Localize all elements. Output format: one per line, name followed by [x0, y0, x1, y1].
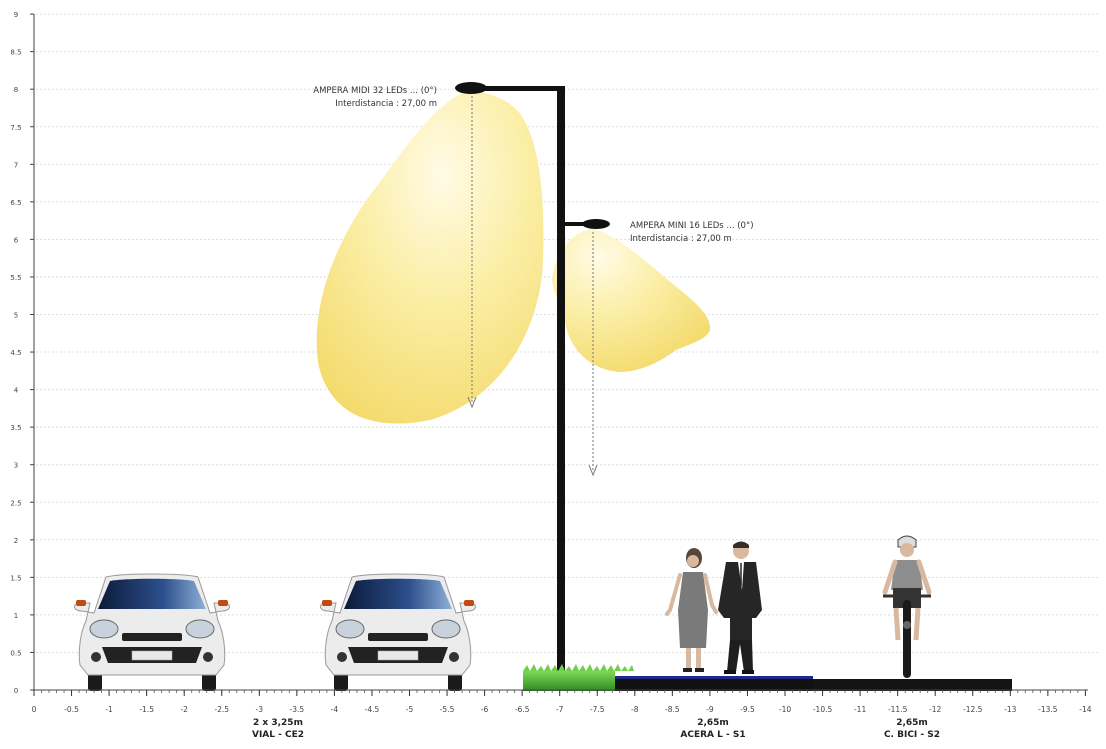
x-tick-label: -4.5: [365, 705, 380, 714]
x-tick-label: -5.5: [440, 705, 455, 714]
y-tick-label: 3.5: [10, 424, 21, 432]
x-tick-label: -11: [854, 705, 866, 714]
y-tick-label: 8: [14, 86, 18, 94]
cyclist-icon: [882, 535, 932, 678]
luminaire-spacing-midi: Interdistancia : 27,00 m: [335, 99, 437, 109]
light-beam-mini: [552, 229, 711, 372]
sidewalk-top-line: [615, 676, 813, 679]
x-tick-label: -3.5: [290, 705, 305, 714]
y-tick-label: 9: [14, 11, 18, 19]
x-tick-label: -13: [1004, 705, 1016, 714]
x-tick-label: -6: [481, 705, 489, 714]
y-tick-label: 5: [14, 312, 18, 320]
luminaire-label-midi: AMPERA MIDI 32 LEDs ... (0°): [313, 86, 437, 96]
sidewalk-strip: [615, 676, 813, 691]
y-tick-label: 2: [14, 537, 18, 545]
x-tick-label: -1.5: [139, 705, 154, 714]
y-tick-label: 0: [14, 687, 18, 695]
luminaire-head-midi: [455, 82, 487, 94]
y-tick-label: 8.5: [10, 49, 21, 57]
x-tick-label: -6.5: [515, 705, 530, 714]
y-tick-label: 0.5: [10, 649, 21, 657]
x-tick-label: 0: [32, 705, 37, 714]
x-tick-label: -2: [180, 705, 188, 714]
x-tick-label: -9: [706, 705, 714, 714]
y-tick-label: 6: [14, 236, 19, 244]
bike-lane-strip: [813, 679, 1012, 691]
x-tick-label: -3: [256, 705, 264, 714]
luminaire-label-mini: AMPERA MINI 16 LEDs ... (0°): [630, 221, 754, 231]
y-tick-label: 2.5: [10, 499, 21, 507]
projection-arrow-midi: [467, 396, 477, 409]
x-tick-label: -1: [105, 705, 113, 714]
x-tick-label: -5: [406, 705, 414, 714]
y-axis: 0 0.5 1 1.5 2 2.5 3 3.5 4 4.5 5 5.5 6 6.5 7 7.5 8 8.5 9: [10, 11, 35, 695]
x-tick-label: -14: [1079, 705, 1091, 714]
y-tick-label: 3: [14, 462, 18, 470]
x-tick-label: -9.5: [740, 705, 755, 714]
light-beam-midi: [316, 91, 544, 424]
x-tick-label: -8.5: [665, 705, 680, 714]
y-tick-label: 1: [14, 612, 18, 620]
zone-width-bici: 2,65m: [896, 718, 928, 728]
y-tick-label: 5.5: [10, 274, 21, 282]
x-tick-label: -10: [779, 705, 791, 714]
car-icon: [320, 573, 476, 691]
luminaire-head-mini: [582, 219, 610, 229]
grass-strip: [523, 664, 634, 691]
zone-name-vial: VIAL - CE2: [252, 730, 304, 740]
y-tick-label: 6.5: [10, 199, 21, 207]
x-tick-label: -2.5: [214, 705, 229, 714]
x-axis: 0 -0.5 -1 -1.5 -2 -2.5 -3 -3.5 -4 -4.5 -5 -5.5 -6 -6.…: [32, 689, 1092, 714]
y-tick-label: 4.5: [10, 349, 21, 357]
x-tick-label: -12.5: [963, 705, 983, 714]
x-tick-label: -13.5: [1038, 705, 1058, 714]
y-tick-label: 1.5: [10, 574, 21, 582]
x-tick-label: -0.5: [64, 705, 79, 714]
x-tick-label: -7: [556, 705, 564, 714]
street-light-pole: [455, 82, 610, 690]
y-tick-label: 7: [14, 161, 18, 169]
pedestrian-couple-icon: [665, 541, 762, 674]
zone-width-acera: 2,65m: [697, 718, 729, 728]
x-tick-label: -11.5: [888, 705, 908, 714]
x-tick-label: -4: [331, 705, 339, 714]
gridlines: [36, 13, 1100, 653]
projection-arrow-mini: [588, 464, 598, 477]
zone-name-bici: C. BICI - S2: [884, 730, 940, 740]
zone-name-acera: ACERA L - S1: [680, 730, 745, 740]
x-tick-label: -12: [929, 705, 941, 714]
luminaire-spacing-mini: Interdistancia : 27,00 m: [630, 234, 732, 244]
x-tick-label: -8: [631, 705, 639, 714]
car-icon: [74, 573, 230, 691]
y-tick-label: 7.5: [10, 124, 21, 132]
y-tick-label: 4: [14, 387, 19, 395]
zone-width-vial: 2 x 3,25m: [253, 718, 303, 728]
x-tick-label: -10.5: [813, 705, 833, 714]
x-tick-label: -7.5: [590, 705, 605, 714]
